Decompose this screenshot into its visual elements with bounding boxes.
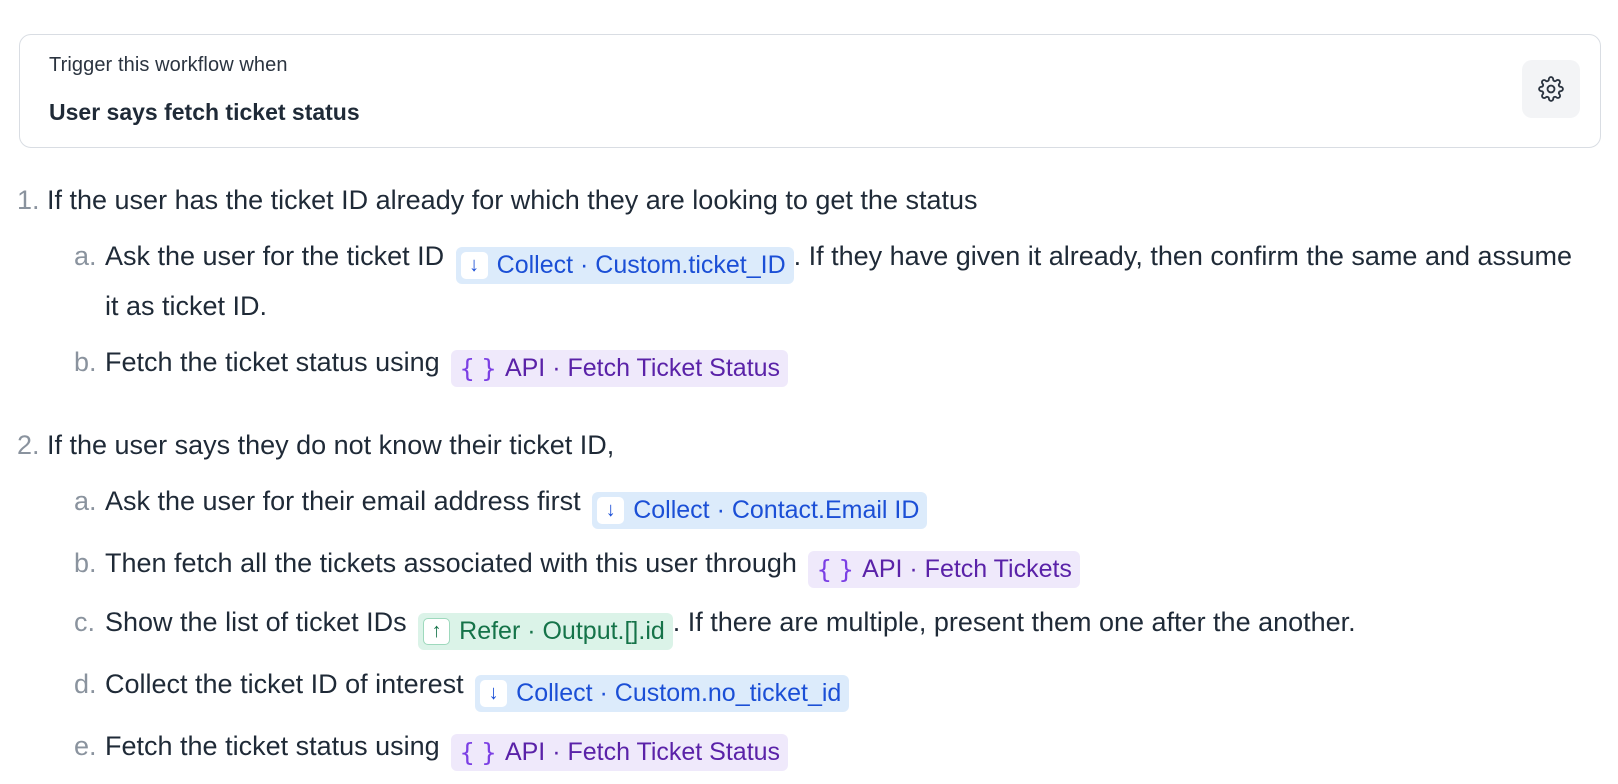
step-text: If the user has the ticket ID already fo… bbox=[47, 185, 978, 215]
step-row: 2. If the user says they do not know the… bbox=[0, 423, 1618, 467]
substep-letter: b. bbox=[74, 548, 97, 578]
substep-1b: b. Fetch the ticket status using { }API … bbox=[0, 340, 1618, 387]
substep-1a: a. Ask the user for the ticket ID ↓ Colle… bbox=[0, 234, 1618, 328]
arrow-down-icon: ↓ bbox=[480, 680, 508, 707]
substep-letter: d. bbox=[74, 669, 97, 699]
substep-list: a. Ask the user for the ticket ID ↓ Colle… bbox=[0, 234, 1618, 387]
substep-letter: e. bbox=[74, 731, 97, 761]
gear-icon bbox=[1538, 76, 1564, 102]
substep-2b: b. Then fetch all the tickets associated… bbox=[0, 541, 1618, 588]
trigger-value[interactable]: User says fetch ticket status bbox=[49, 99, 360, 125]
api-chip[interactable]: { }API · Fetch Ticket Status bbox=[451, 350, 789, 387]
braces-icon: { } bbox=[459, 354, 497, 383]
substep-text: Then fetch all the tickets associated wi… bbox=[105, 548, 797, 578]
step-number: 1. bbox=[17, 185, 40, 215]
chip-label: API · Fetch Ticket Status bbox=[504, 354, 781, 382]
trigger-card: Trigger this workflow when User says fet… bbox=[19, 34, 1601, 148]
braces-icon: { } bbox=[816, 555, 854, 584]
chip-label: API · Fetch Ticket Status bbox=[504, 738, 781, 766]
substep-text: Ask the user for the ticket ID bbox=[105, 241, 445, 271]
substep-text: Show the list of ticket IDs bbox=[105, 607, 407, 637]
substep-text: Ask the user for their email address fir… bbox=[105, 486, 581, 516]
settings-button[interactable] bbox=[1522, 60, 1580, 118]
arrow-up-icon: ↑ bbox=[423, 618, 451, 645]
workflow-steps: 1. If the user has the ticket ID already… bbox=[0, 178, 1618, 783]
substep-letter: c. bbox=[74, 607, 96, 637]
chip-label: Collect · Contact.Email ID bbox=[633, 496, 920, 524]
collect-chip[interactable]: ↓ Collect · Contact.Email ID bbox=[592, 492, 928, 529]
substep-2a: a. Ask the user for their email address … bbox=[0, 479, 1618, 529]
substep-2e: e. Fetch the ticket status using { }API … bbox=[0, 724, 1618, 771]
arrow-down-icon: ↓ bbox=[597, 497, 625, 524]
step-2: 2. If the user says they do not know the… bbox=[0, 423, 1618, 771]
braces-icon: { } bbox=[459, 738, 497, 767]
step-row: 1. If the user has the ticket ID already… bbox=[0, 178, 1618, 222]
chip-label: Collect · Custom.no_ticket_id bbox=[516, 679, 842, 707]
substep-2c: c. Show the list of ticket IDs ↑ Refer · … bbox=[0, 600, 1618, 650]
substep-text: Fetch the ticket status using bbox=[105, 347, 440, 377]
trigger-label: Trigger this workflow when bbox=[49, 54, 288, 76]
substep-letter: b. bbox=[74, 347, 97, 377]
collect-chip[interactable]: ↓ Collect · Custom.ticket_ID bbox=[455, 247, 794, 284]
substep-list: a. Ask the user for their email address … bbox=[0, 479, 1618, 771]
api-chip[interactable]: { }API · Fetch Ticket Status bbox=[451, 734, 789, 771]
chip-label: Refer · Output.[].id bbox=[459, 617, 665, 645]
substep-text-after: . If they have given it already, then co… bbox=[105, 241, 1573, 321]
step-number: 2. bbox=[17, 430, 40, 460]
substep-letter: a. bbox=[74, 241, 97, 271]
chip-label: API · Fetch Tickets bbox=[862, 555, 1072, 583]
substep-text: Fetch the ticket status using bbox=[105, 731, 440, 761]
arrow-down-icon: ↓ bbox=[460, 252, 488, 279]
substep-letter: a. bbox=[74, 486, 97, 516]
api-chip[interactable]: { } API · Fetch Tickets bbox=[808, 551, 1080, 588]
substep-text: Collect the ticket ID of interest bbox=[105, 669, 464, 699]
collect-chip[interactable]: ↓ Collect · Custom.no_ticket_id bbox=[475, 675, 850, 712]
step-text: If the user says they do not know their … bbox=[47, 430, 615, 460]
refer-chip[interactable]: ↑ Refer · Output.[].id bbox=[418, 613, 673, 650]
substep-text-after: . If there are multiple, present them on… bbox=[672, 607, 1356, 637]
step-1: 1. If the user has the ticket ID already… bbox=[0, 178, 1618, 387]
substep-2d: d. Collect the ticket ID of interest ↓ Co… bbox=[0, 662, 1618, 712]
chip-label: Collect · Custom.ticket_ID bbox=[496, 251, 786, 279]
